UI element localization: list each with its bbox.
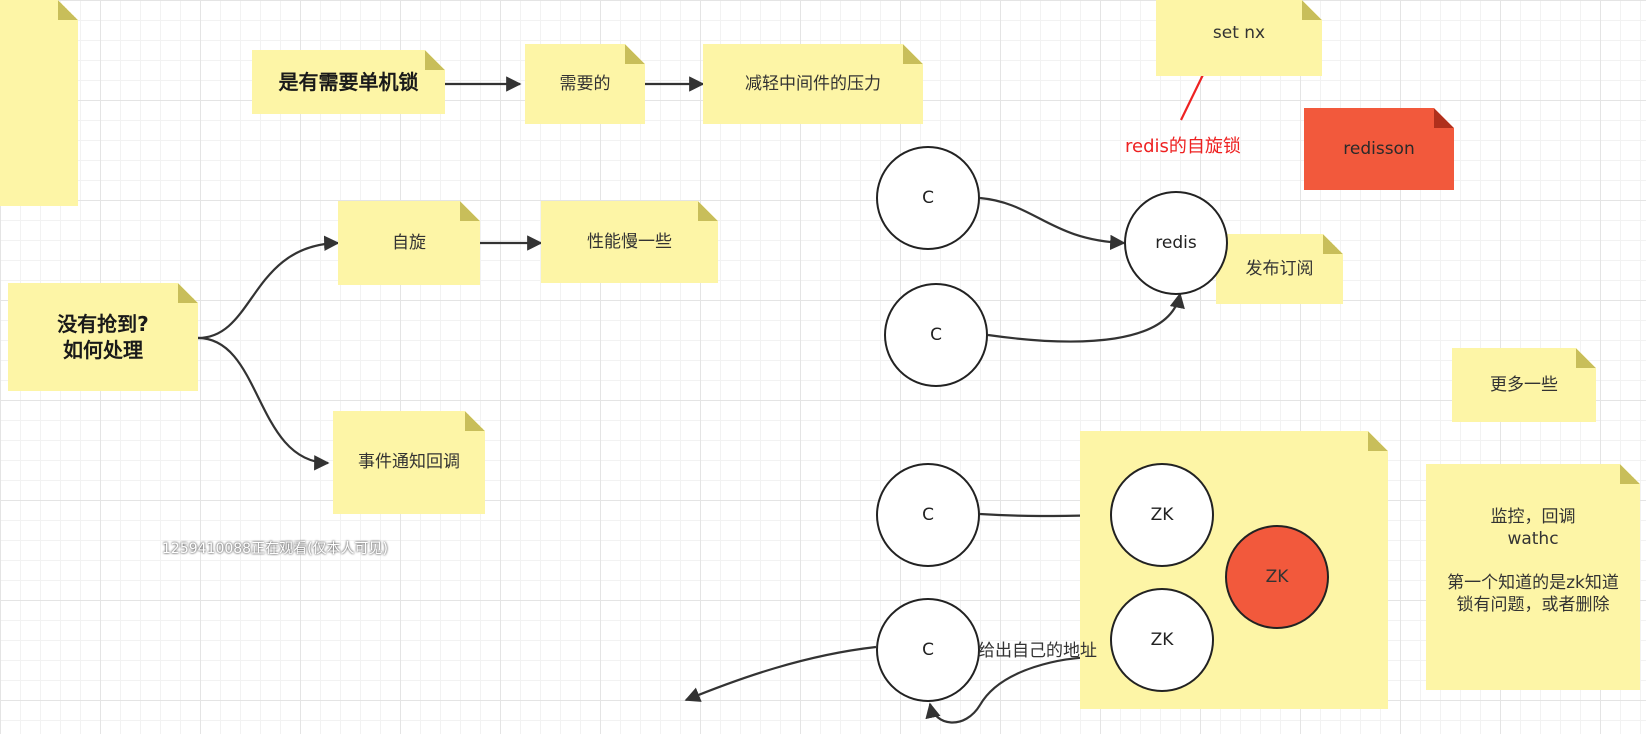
arrow-handle-to-callback: [197, 336, 330, 471]
note-left-edge: [0, 0, 78, 206]
note-event-callback: 事件通知回调: [333, 411, 485, 514]
arrow-zk-to-client4: [925, 655, 1113, 724]
note-pubsub: 发布订阅: [1216, 234, 1343, 304]
arrow-client1-to-redis: [979, 196, 1126, 251]
node-client-4: C: [876, 598, 980, 702]
node-client-3: C: [876, 463, 980, 567]
note-more: 更多一些: [1452, 348, 1596, 422]
watermark-viewer: 1259410088正在观看(仅本人可见): [162, 541, 388, 557]
note-spin: 自旋: [338, 201, 480, 285]
arrow-handle-to-spin: [197, 235, 340, 340]
note-redisson: redisson: [1304, 108, 1454, 190]
label-redis-spin-lock: redis的自旋锁: [1125, 136, 1241, 157]
note-slower: 性能慢一些: [541, 201, 718, 283]
node-client-2: C: [884, 283, 988, 387]
note-reduce-pressure: 减轻中间件的压力: [703, 44, 923, 124]
node-zk-1: ZK: [1110, 463, 1214, 567]
arrow-client4-out: [684, 645, 877, 702]
node-client-1: C: [876, 146, 980, 250]
node-zk-red: ZK: [1225, 525, 1329, 629]
note-watch-callback: 监控，回调 wathc 第一个知道的是zk知道锁有问题，或者删除: [1426, 464, 1640, 690]
arrow-client2-to-redis: [987, 292, 1185, 343]
node-zk-2: ZK: [1110, 588, 1214, 692]
note-set-nx: set nx: [1156, 0, 1322, 76]
node-redis: redis: [1124, 191, 1228, 295]
note-not-acquired: 没有抢到? 如何处理: [8, 283, 198, 391]
note-need-single-lock: 是有需要单机锁: [252, 50, 445, 114]
label-give-address: 给出自己的地址: [978, 641, 1097, 661]
note-needed: 需要的: [525, 44, 645, 124]
